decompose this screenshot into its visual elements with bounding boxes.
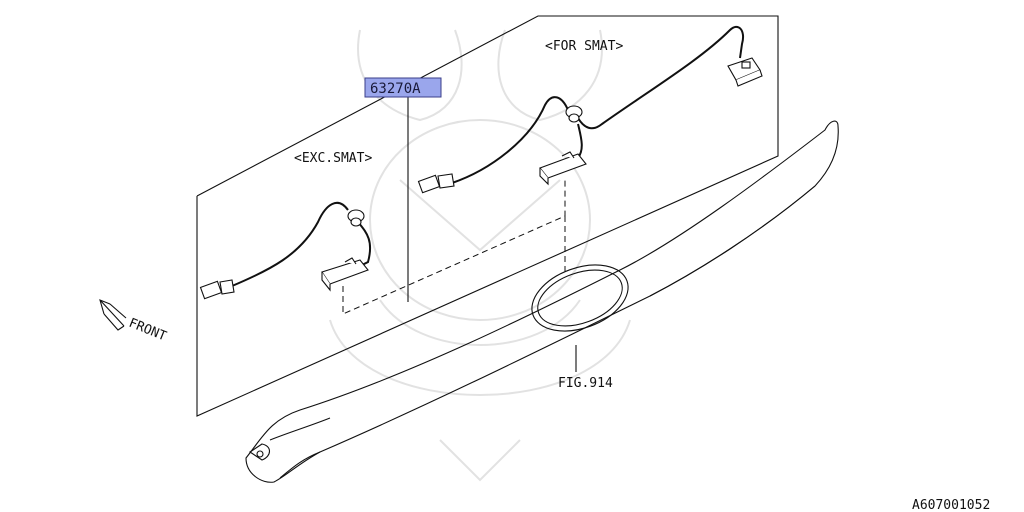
variant-exc-label: <EXC.SMAT> [294, 151, 372, 166]
switch-for [539, 151, 587, 186]
switch-exc [321, 257, 369, 292]
connector-left-for [417, 173, 455, 194]
front-arrow-icon [99, 299, 127, 331]
fig-reference-link[interactable]: FIG.914 [558, 376, 613, 391]
panel-outline [196, 15, 779, 417]
diagram-id: A607001052 [912, 498, 990, 512]
connector-left-exc [199, 279, 235, 300]
install-guide-exc [342, 180, 566, 315]
part-number-text: 63270A [370, 81, 421, 97]
connector-right-for [727, 57, 763, 87]
rear-garnish-panel[interactable] [245, 120, 839, 483]
part-number-callout[interactable]: 63270A [364, 77, 442, 98]
watermark-emblem [329, 29, 631, 482]
grommet-exc [347, 209, 365, 227]
grommet-for [565, 105, 583, 123]
harness-exc-smat[interactable] [199, 201, 372, 300]
front-label: FRONT [127, 316, 169, 345]
harness-for-smat[interactable] [417, 25, 763, 194]
variant-for-label: <FOR SMAT> [545, 39, 623, 54]
